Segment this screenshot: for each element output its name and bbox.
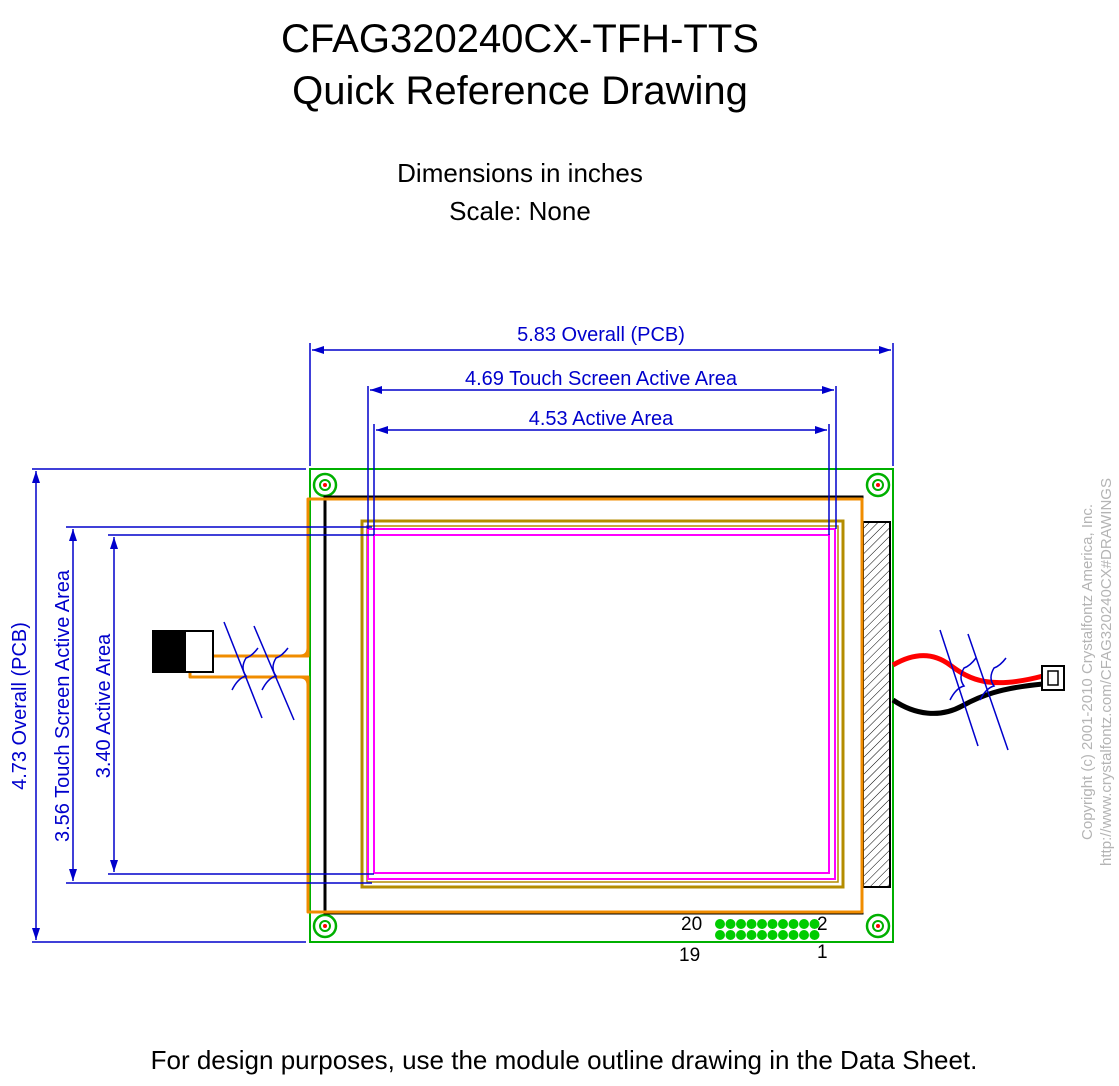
drawing-subtitle: Quick Reference Drawing xyxy=(292,69,748,113)
active-area-inner xyxy=(373,534,830,874)
break-symbol-icon xyxy=(223,621,295,721)
touch-panel-outline xyxy=(188,497,864,914)
pin-label-2: 2 xyxy=(817,914,828,935)
pin xyxy=(725,930,736,940)
pin xyxy=(736,919,746,929)
break-symbol-icon xyxy=(939,629,1009,751)
black-wire xyxy=(891,681,1044,716)
pin xyxy=(715,919,725,929)
dim-overall-width: 5.83 Overall (PCB) xyxy=(517,324,685,346)
copyright-line1: Copyright (c) 2001-2010 Crystalfontz Ame… xyxy=(1079,504,1096,840)
pin xyxy=(809,930,820,940)
pcb-outline xyxy=(309,468,894,943)
dim-touch-height: 3.56 Touch Screen Active Area xyxy=(52,569,74,842)
lcd-glass xyxy=(323,495,864,915)
touch-connector-body xyxy=(153,631,186,672)
pin-header xyxy=(715,919,820,940)
dim-active-height: 3.40 Active Area xyxy=(93,633,115,778)
design-note: For design purposes, use the module outl… xyxy=(150,1045,978,1075)
touch-active-frame xyxy=(360,519,845,889)
drawing-title: CFAG320240CX-TFH-TTS xyxy=(281,17,759,61)
wire-connector-icon xyxy=(1041,665,1065,691)
backlight-strip xyxy=(862,521,891,888)
pin xyxy=(778,930,788,940)
pin xyxy=(799,930,809,940)
pin-label-1: 1 xyxy=(817,942,828,963)
active-area-outer xyxy=(367,528,836,880)
dim-active-width: 4.53 Active Area xyxy=(529,408,674,430)
pin xyxy=(788,930,799,940)
pin xyxy=(746,930,757,940)
pin xyxy=(725,919,736,929)
pin xyxy=(767,919,778,929)
dim-touch-width: 4.69 Touch Screen Active Area xyxy=(465,368,738,390)
mounting-hole-icon xyxy=(865,913,891,939)
pin xyxy=(788,919,799,929)
extension-lines xyxy=(32,343,894,943)
dim-overall-height: 4.73 Overall (PCB) xyxy=(9,622,31,790)
scale-note: Scale: None xyxy=(449,196,591,226)
pin xyxy=(767,930,778,940)
touch-active-frame-inner xyxy=(366,525,839,883)
pin xyxy=(809,919,820,929)
pin-label-19: 19 xyxy=(679,945,700,966)
pin xyxy=(715,930,725,940)
mounting-hole-icon xyxy=(865,472,891,498)
pin xyxy=(736,930,746,940)
pin xyxy=(757,919,767,929)
pin-label-20: 20 xyxy=(681,914,702,935)
pin xyxy=(757,930,767,940)
touch-tail xyxy=(190,647,310,686)
red-wire xyxy=(891,653,1044,686)
mounting-hole-icon xyxy=(312,472,338,498)
units-note: Dimensions in inches xyxy=(397,158,643,188)
mounting-hole-icon xyxy=(312,913,338,939)
pin xyxy=(778,919,788,929)
pin xyxy=(799,919,809,929)
copyright-line2: http://www.crystalfontz.com/CFAG320240CX… xyxy=(1098,478,1115,866)
pin xyxy=(746,919,757,929)
